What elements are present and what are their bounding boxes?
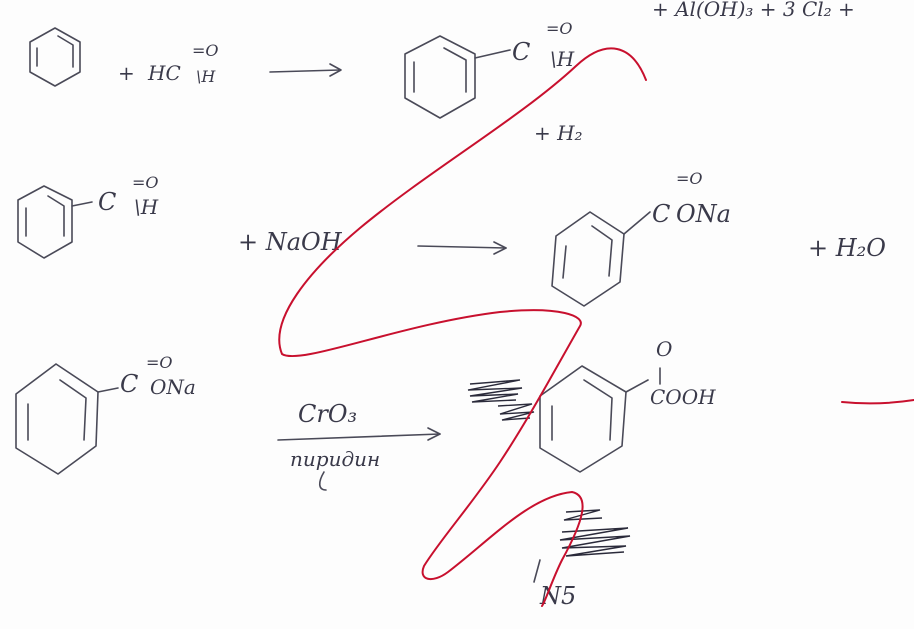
reactant-oxygen-r2: =O	[132, 173, 159, 192]
byproduct-r1: + H₂	[534, 121, 583, 145]
reaction-arrow-1	[269, 63, 342, 77]
benzene-ring-r3-product	[539, 365, 649, 473]
label-tick	[533, 559, 541, 583]
reagent-hydrogen: \H	[196, 67, 216, 86]
product-cooh-r3: COOH	[650, 385, 716, 409]
red-correction-stroke	[278, 47, 647, 607]
benzene-ring-r2-reactant	[17, 185, 93, 259]
cro3-reagent: CrO₃	[298, 400, 357, 428]
product-oxygen-r3: O	[656, 337, 672, 361]
product-carbon-r2: C	[652, 200, 670, 228]
reactant-carbon-r2: C	[98, 188, 116, 216]
benzene-ring-r3-reactant	[15, 363, 119, 475]
benzene-ring-r1-reactant	[29, 27, 81, 87]
corner-note: + Al(OH)₃ + 3 Cl₂ +	[652, 0, 855, 21]
reagent-oxygen: =O	[192, 41, 219, 60]
scribbled-out-text-left	[467, 379, 535, 421]
naoh-reagent: + NaOH	[238, 228, 343, 256]
benzene-ring-r1-product	[404, 35, 511, 119]
reactant-oxygen-r3: =O	[146, 353, 173, 372]
scribbled-out-text-bottom	[559, 509, 631, 557]
product-oxygen-r1: =O	[546, 19, 573, 38]
product-ona-r2: ONa	[676, 200, 731, 228]
reactant-ona-r3: ONa	[150, 375, 196, 399]
byproduct-r2: + H₂O	[808, 234, 886, 262]
reaction-arrow-3	[277, 427, 441, 441]
product-carbon-r1: C	[512, 38, 530, 66]
product-oxygen-r2: =O	[676, 169, 703, 188]
benzene-ring-r2-product	[551, 211, 651, 307]
number-label: N5	[539, 582, 576, 610]
product-hydrogen-r1: \H	[550, 47, 575, 71]
formaldehyde-reagent: HC	[147, 61, 181, 85]
red-dash-right	[841, 399, 914, 405]
reaction-arrow-2	[417, 241, 507, 255]
pyridine-condition: пиридин	[290, 447, 380, 471]
reactant-hydrogen-r2: \H	[134, 195, 159, 219]
plus-sign-r1: +	[118, 61, 135, 85]
reactant-carbon-r3: C	[120, 370, 138, 398]
condition-underline-mark	[318, 471, 327, 491]
